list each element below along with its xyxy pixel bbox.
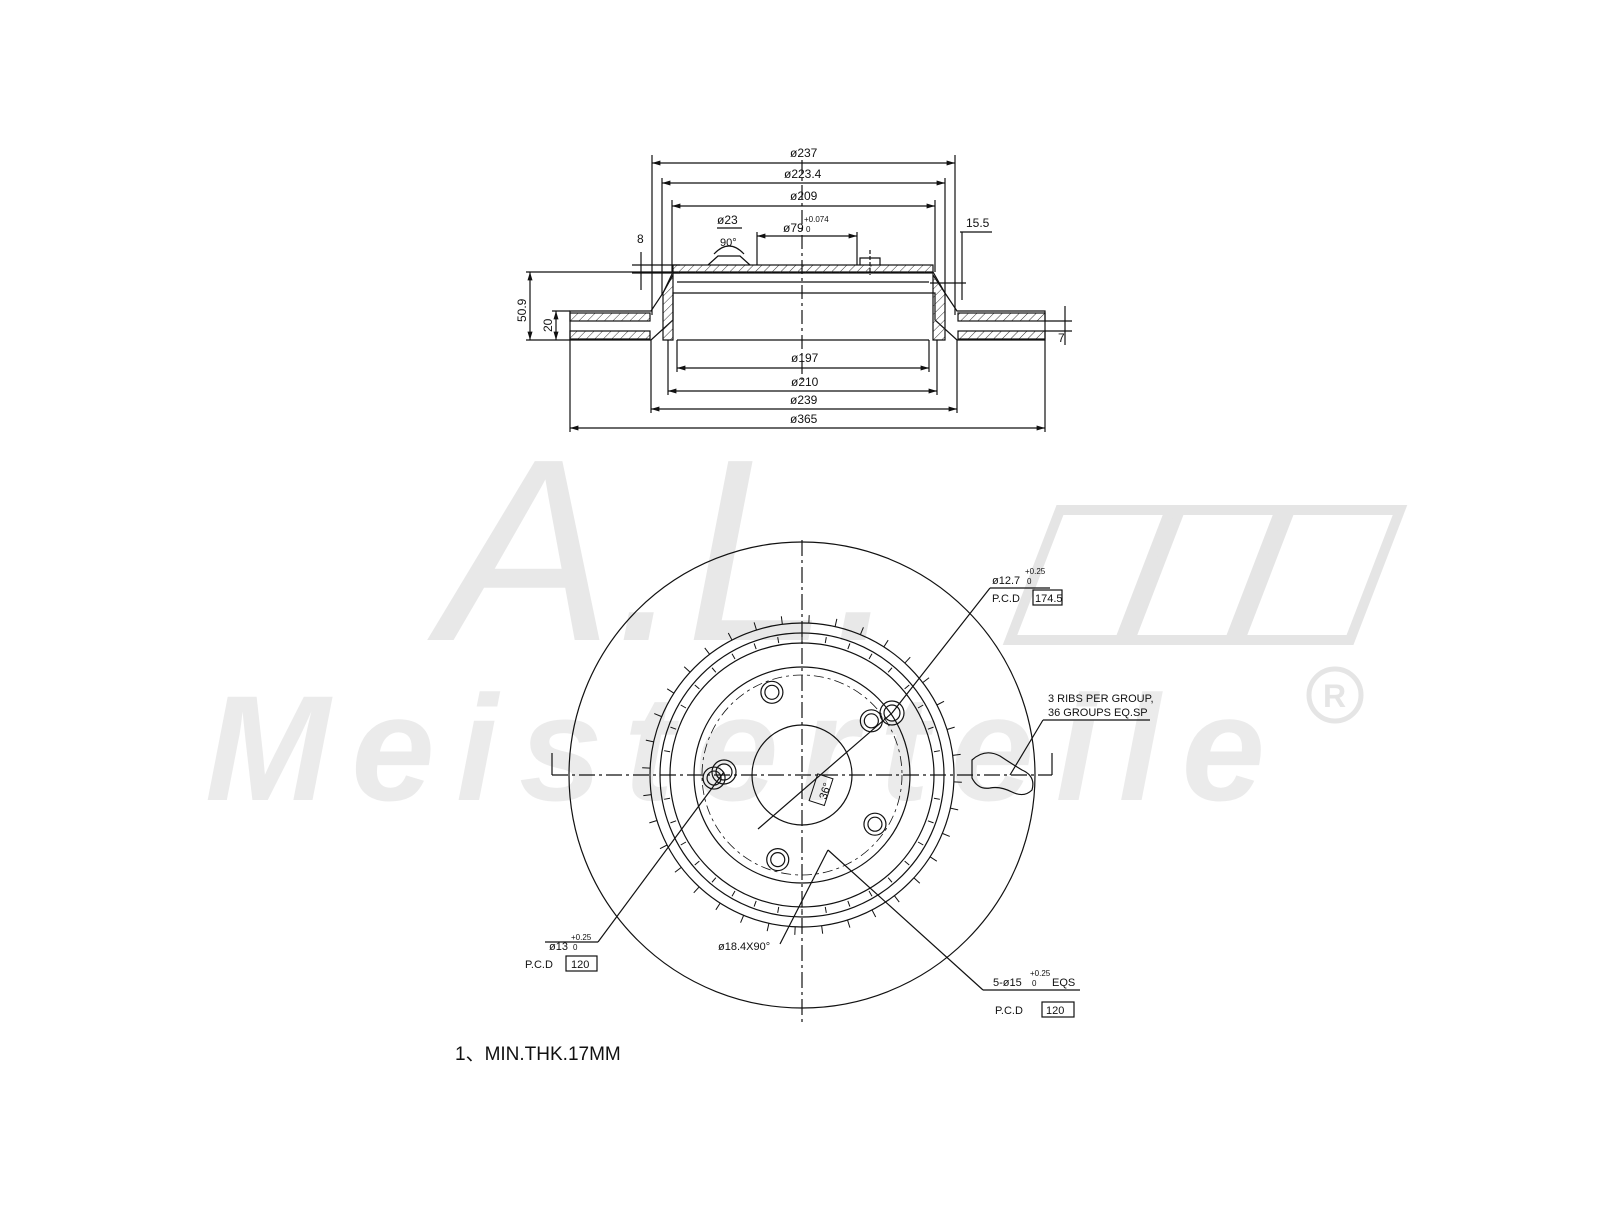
rib-tick <box>914 878 920 883</box>
rib-tick <box>905 861 910 865</box>
rib-tick <box>937 701 944 705</box>
label-d79: ø79 <box>783 221 804 235</box>
label-d209: ø209 <box>790 189 818 203</box>
rib-tick <box>872 910 876 917</box>
label-bolt-pcd: P.C.D <box>995 1005 1023 1017</box>
rib-tick <box>741 915 744 922</box>
label-50-9: 50.9 <box>515 298 529 322</box>
label-15-5: 15.5 <box>966 216 990 230</box>
label-hole13-dia: ø13 <box>549 941 568 953</box>
rib-tick <box>694 887 699 893</box>
label-hole13-tol-lower: 0 <box>573 943 578 952</box>
watermark-brand-name: Meisterteile <box>205 664 1265 832</box>
right-ring-bottom <box>958 331 1045 339</box>
rib-tick <box>767 923 769 931</box>
rib-tick <box>888 878 892 883</box>
rib-tick <box>942 833 949 836</box>
footnote-min-thickness: 1、MIN.THK.17MM <box>455 1044 621 1065</box>
label-d79-tol-upper: +0.074 <box>804 215 829 224</box>
label-d79-tol-lower: 0 <box>806 225 811 234</box>
value-hole13-pcd: 120 <box>571 959 589 971</box>
label-d23: ø23 <box>717 213 738 227</box>
rib-tick <box>934 751 940 752</box>
rib-tick <box>754 901 756 907</box>
bolt-hole <box>864 714 878 728</box>
label-thick-8: 8 <box>637 232 644 246</box>
label-bolt-tol-upper: +0.25 <box>1030 969 1051 978</box>
rib-tick <box>716 903 720 910</box>
rib-tick <box>905 657 910 663</box>
rib-tick <box>712 878 716 883</box>
rib-tick <box>848 901 850 907</box>
rib-tick <box>695 861 700 865</box>
hole-cavity <box>708 256 750 265</box>
label-bolt-suffix: EQS <box>1052 977 1075 989</box>
label-20: 20 <box>541 318 555 332</box>
value-pin-pcd: 174.5 <box>1035 593 1063 605</box>
label-chamfer: ø18.4X90° <box>718 941 770 953</box>
hat-wall-right <box>933 275 945 340</box>
bolt-hole <box>767 849 789 871</box>
rib-tick <box>778 907 779 913</box>
value-bolt-pcd: 120 <box>1046 1005 1064 1017</box>
label-angle-90: 90° <box>720 237 737 249</box>
rib-tick <box>732 891 735 896</box>
rib-tick <box>918 842 923 845</box>
label-d210: ø210 <box>791 375 819 389</box>
watermark-stripes <box>1010 510 1400 640</box>
label-pin-tol-upper: +0.25 <box>1025 567 1046 576</box>
left-ring-top <box>570 313 650 321</box>
label-hole13-tol-upper: +0.25 <box>571 933 592 942</box>
label-ribs-line2: 36 GROUPS EQ.SP <box>1048 707 1148 719</box>
label-d197: ø197 <box>791 351 819 365</box>
rib-tick <box>934 798 940 799</box>
rib-tick <box>894 896 899 902</box>
hat-wall-left <box>663 275 673 340</box>
label-d237: ø237 <box>790 146 818 160</box>
rib-tick <box>930 857 937 861</box>
rib-tick <box>825 907 826 913</box>
label-7: 7 <box>1058 331 1065 345</box>
rib-tick <box>848 920 850 928</box>
label-bolt-tol-lower: 0 <box>1032 979 1037 988</box>
watermark-brand-al: A.L. <box>424 406 903 696</box>
rib-tick <box>681 842 686 845</box>
label-pin-pcd: P.C.D <box>992 593 1020 605</box>
rib-tick <box>681 705 686 708</box>
bolt-hole <box>771 853 785 867</box>
left-ring-bottom <box>570 331 650 339</box>
label-d239: ø239 <box>790 393 818 407</box>
watermark-registered-mark: R <box>1323 678 1346 714</box>
rib-tick <box>869 891 872 896</box>
label-pin-tol-lower: 0 <box>1027 577 1032 586</box>
rib-tick <box>660 845 667 849</box>
rib-tick <box>675 867 681 872</box>
leader-bolt <box>828 850 983 990</box>
label-hole13-pcd: P.C.D <box>525 959 553 971</box>
label-pin-dia: ø12.7 <box>992 575 1020 587</box>
label-bolt-prefix: 5-ø15 <box>993 977 1022 989</box>
label-ribs-line1: 3 RIBS PER GROUP, <box>1048 693 1154 705</box>
section-labels: ø237 ø223.4 ø209 ø23 90° ø79 +0.074 0 8 … <box>515 146 1065 426</box>
rib-tick <box>822 926 823 934</box>
hat-top-wall <box>673 265 933 273</box>
label-d223-4: ø223.4 <box>784 167 822 181</box>
label-d365: ø365 <box>790 412 818 426</box>
right-ring-top <box>958 313 1045 321</box>
